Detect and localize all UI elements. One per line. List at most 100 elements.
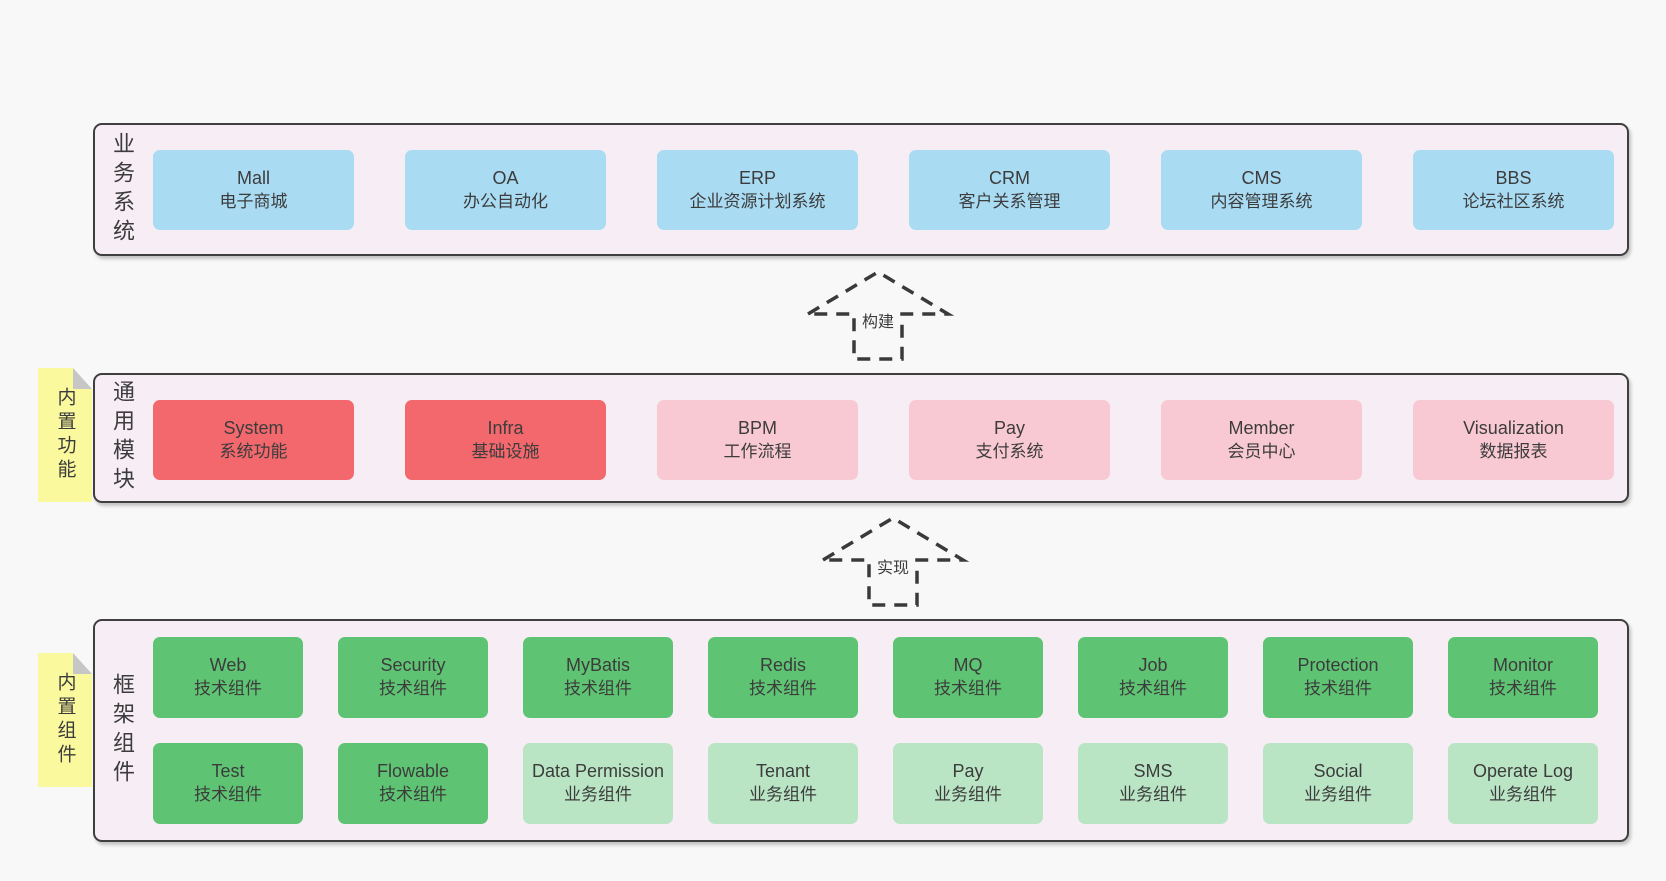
module-box-visualization: Visualization 数据报表 — [1413, 400, 1614, 480]
box-title: Social — [1313, 761, 1363, 782]
arrow-build: 构建 — [800, 268, 956, 363]
band-label-common-modules: 通用模块 — [110, 380, 135, 496]
box-title: Data Permission — [531, 761, 665, 782]
box-title: Pay — [952, 761, 984, 782]
box-title: Visualization — [1463, 417, 1564, 438]
box-title: CMS — [1241, 167, 1282, 188]
box-subtitle: 数据报表 — [1479, 441, 1548, 461]
box-title: CRM — [989, 167, 1030, 188]
box-subtitle: 技术组件 — [1119, 679, 1187, 699]
box-subtitle: 支付系统 — [975, 441, 1044, 461]
system-box-crm: CRM 客户关系管理 — [909, 150, 1110, 230]
box-title: Redis — [759, 655, 807, 676]
component-box-security: Security 技术组件 — [338, 637, 488, 718]
business-systems-row: Mall 电子商城 OA 办公自动化 ERP 企业资源计划系统 CRM 客户关系… — [153, 150, 1614, 230]
box-title: Infra — [487, 417, 524, 438]
band-business-systems: 业务系统 Mall 电子商城 OA 办公自动化 ERP 企业资源计划系统 CRM… — [93, 123, 1629, 256]
component-box-mybatis: MyBatis 技术组件 — [523, 637, 673, 718]
box-title: Pay — [993, 417, 1026, 438]
box-title: Member — [1228, 417, 1295, 438]
module-box-system: System 系统功能 — [153, 400, 354, 480]
band-framework-components: 框架组件 Web 技术组件 Security 技术组件 MyBatis 技术组件… — [93, 619, 1629, 842]
box-title: Operate Log — [1472, 761, 1574, 782]
framework-components-row-1: Web 技术组件 Security 技术组件 MyBatis 技术组件 Redi… — [153, 637, 1598, 718]
arrow-implement: 实现 — [815, 514, 971, 609]
box-subtitle: 会员中心 — [1227, 441, 1296, 461]
component-box-social: Social 业务组件 — [1263, 743, 1413, 824]
box-title: Flowable — [376, 761, 450, 782]
system-box-mall: Mall 电子商城 — [153, 150, 354, 230]
box-title: BBS — [1495, 167, 1532, 188]
arrow-implement-label: 实现 — [874, 553, 912, 579]
system-box-cms: CMS 内容管理系统 — [1161, 150, 1362, 230]
module-box-bpm: BPM 工作流程 — [657, 400, 858, 480]
box-subtitle: 内容管理系统 — [1210, 191, 1313, 211]
box-title: MyBatis — [565, 655, 630, 676]
box-subtitle: 技术组件 — [379, 679, 447, 699]
box-title: ERP — [738, 167, 776, 188]
component-box-web: Web 技术组件 — [153, 637, 303, 718]
box-title: Protection — [1297, 655, 1379, 676]
box-title: Job — [1138, 655, 1168, 676]
box-title: Tenant — [755, 761, 811, 782]
arrow-build-label: 构建 — [859, 307, 897, 333]
box-subtitle: 论坛社区系统 — [1462, 191, 1565, 211]
module-box-infra: Infra 基础设施 — [405, 400, 606, 480]
component-box-redis: Redis 技术组件 — [708, 637, 858, 718]
component-box-flowable: Flowable 技术组件 — [338, 743, 488, 824]
box-title: OA — [492, 167, 519, 188]
box-subtitle: 技术组件 — [194, 679, 262, 699]
box-subtitle: 业务组件 — [934, 785, 1002, 805]
box-subtitle: 基础设施 — [471, 441, 540, 461]
band-label-business-systems: 业务系统 — [110, 131, 135, 248]
sticky-note-built-in-features: 内置功能 — [38, 368, 92, 502]
box-subtitle: 业务组件 — [564, 785, 632, 805]
box-subtitle: 系统功能 — [219, 441, 288, 461]
box-subtitle: 技术组件 — [749, 679, 817, 699]
box-title: Mall — [236, 167, 270, 188]
component-box-protection: Protection 技术组件 — [1263, 637, 1413, 718]
common-modules-row: System 系统功能 Infra 基础设施 BPM 工作流程 Pay 支付系统… — [153, 400, 1614, 480]
box-subtitle: 技术组件 — [1304, 679, 1372, 699]
module-box-member: Member 会员中心 — [1161, 400, 1362, 480]
box-subtitle: 业务组件 — [749, 785, 817, 805]
box-subtitle: 客户关系管理 — [958, 191, 1061, 211]
component-box-sms: SMS 业务组件 — [1078, 743, 1228, 824]
box-title: Monitor — [1492, 655, 1554, 676]
box-title: MQ — [953, 655, 983, 676]
box-subtitle: 企业资源计划系统 — [689, 191, 826, 211]
box-title: Security — [380, 655, 446, 676]
module-box-pay: Pay 支付系统 — [909, 400, 1110, 480]
box-subtitle: 技术组件 — [194, 785, 262, 805]
box-title: System — [223, 417, 284, 438]
component-box-monitor: Monitor 技术组件 — [1448, 637, 1598, 718]
box-subtitle: 办公自动化 — [463, 191, 548, 211]
band-common-modules: 通用模块 System 系统功能 Infra 基础设施 BPM 工作流程 Pay… — [93, 373, 1629, 503]
band-label-framework-components: 框架组件 — [110, 672, 135, 789]
box-subtitle: 业务组件 — [1304, 785, 1372, 805]
box-subtitle: 业务组件 — [1489, 785, 1557, 805]
system-box-bbs: BBS 论坛社区系统 — [1413, 150, 1614, 230]
component-box-pay: Pay 业务组件 — [893, 743, 1043, 824]
system-box-erp: ERP 企业资源计划系统 — [657, 150, 858, 230]
box-title: BPM — [737, 417, 777, 438]
box-subtitle: 工作流程 — [723, 441, 792, 461]
component-box-test: Test 技术组件 — [153, 743, 303, 824]
box-subtitle: 电子商城 — [219, 191, 288, 211]
component-box-data-permission: Data Permission 业务组件 — [523, 743, 673, 824]
sticky-note-built-in-components: 内置组件 — [38, 653, 92, 787]
box-subtitle: 技术组件 — [379, 785, 447, 805]
box-title: Test — [211, 761, 245, 782]
box-subtitle: 技术组件 — [564, 679, 632, 699]
box-subtitle: 技术组件 — [934, 679, 1002, 699]
component-box-operate-log: Operate Log 业务组件 — [1448, 743, 1598, 824]
component-box-mq: MQ 技术组件 — [893, 637, 1043, 718]
sticky-note-label: 内置功能 — [54, 387, 76, 483]
box-title: Web — [209, 655, 247, 676]
sticky-note-label: 内置组件 — [54, 672, 76, 768]
component-box-tenant: Tenant 业务组件 — [708, 743, 858, 824]
box-subtitle: 业务组件 — [1119, 785, 1187, 805]
system-box-oa: OA 办公自动化 — [405, 150, 606, 230]
box-title: SMS — [1133, 761, 1173, 782]
